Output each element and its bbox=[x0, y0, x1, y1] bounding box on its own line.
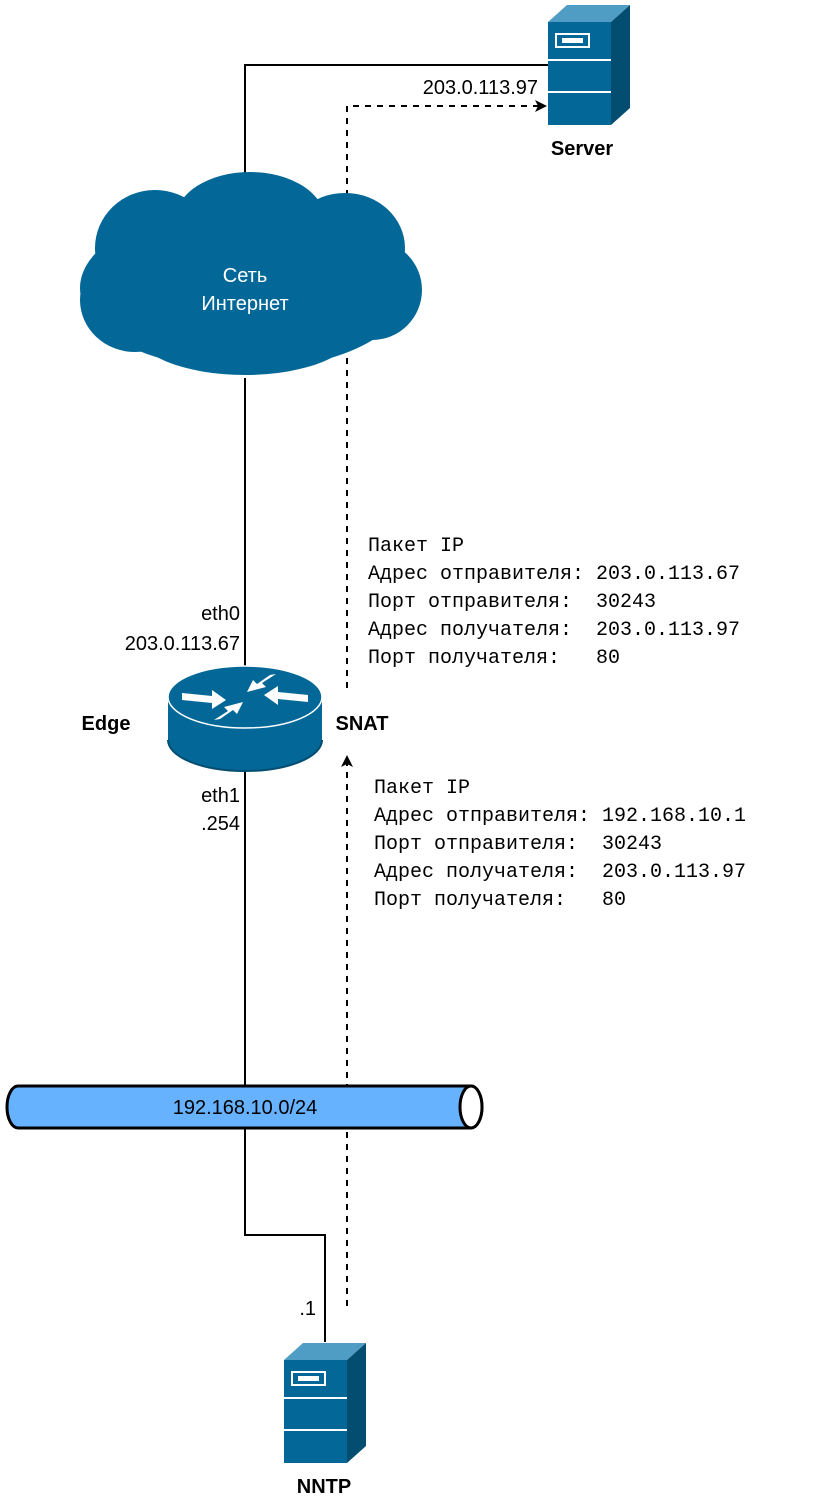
nntp-node: NNTP .1 bbox=[284, 1298, 366, 1498]
snat-label: SNAT bbox=[336, 713, 389, 735]
packet-before-nat: Пакет IP Адрес отправителя: 192.168.10.1… bbox=[374, 777, 746, 912]
link-internet-server bbox=[244, 64, 548, 178]
internet-label-line1: Сеть bbox=[223, 265, 267, 287]
server-icon bbox=[548, 5, 630, 125]
nntp-ip: .1 bbox=[299, 1298, 316, 1320]
cloud-icon bbox=[80, 172, 422, 375]
flow-edge-to-server bbox=[346, 100, 547, 688]
lan-bus: 192.168.10.0/24 bbox=[5, 1084, 484, 1130]
server-icon bbox=[284, 1343, 366, 1463]
nntp-label: NNTP bbox=[297, 1476, 351, 1498]
server-node: Server 203.0.113.97 bbox=[423, 5, 630, 160]
packet-after-title: Пакет IP bbox=[368, 535, 464, 558]
edge-router-node: Edge SNAT eth0 203.0.113.67 eth1 .254 bbox=[82, 603, 389, 835]
server-ip: 203.0.113.97 bbox=[423, 77, 538, 99]
packet-after-nat: Пакет IP Адрес отправителя: 203.0.113.67… bbox=[368, 535, 740, 670]
eth0-ip: 203.0.113.67 bbox=[125, 633, 240, 655]
eth1-ip: .254 bbox=[201, 813, 240, 835]
router-icon bbox=[167, 665, 323, 772]
internet-label-line2: Интернет bbox=[201, 293, 288, 315]
eth0-name: eth0 bbox=[201, 603, 240, 625]
packet-after-src-addr: Адрес отправителя: 203.0.113.67 bbox=[368, 563, 740, 586]
lan-subnet-label: 192.168.10.0/24 bbox=[173, 1097, 318, 1119]
packet-before-src-port: Порт отправителя: 30243 bbox=[374, 833, 662, 856]
packet-after-dst-port: Порт получателя: 80 bbox=[368, 647, 620, 670]
internet-cloud: Сеть Интернет bbox=[80, 172, 422, 375]
edge-label: Edge bbox=[82, 713, 131, 735]
packet-before-dst-port: Порт получателя: 80 bbox=[374, 889, 626, 912]
eth1-name: eth1 bbox=[201, 785, 240, 807]
packet-before-dst-addr: Адрес получателя: 203.0.113.97 bbox=[374, 861, 746, 884]
packet-before-src-addr: Адрес отправителя: 192.168.10.1 bbox=[374, 805, 746, 828]
link-lan-nntp bbox=[244, 1128, 326, 1342]
server-label: Server bbox=[551, 138, 613, 160]
packet-before-title: Пакет IP bbox=[374, 777, 470, 800]
packet-after-dst-addr: Адрес получателя: 203.0.113.97 bbox=[368, 619, 740, 642]
packet-after-src-port: Порт отправителя: 30243 bbox=[368, 591, 656, 614]
